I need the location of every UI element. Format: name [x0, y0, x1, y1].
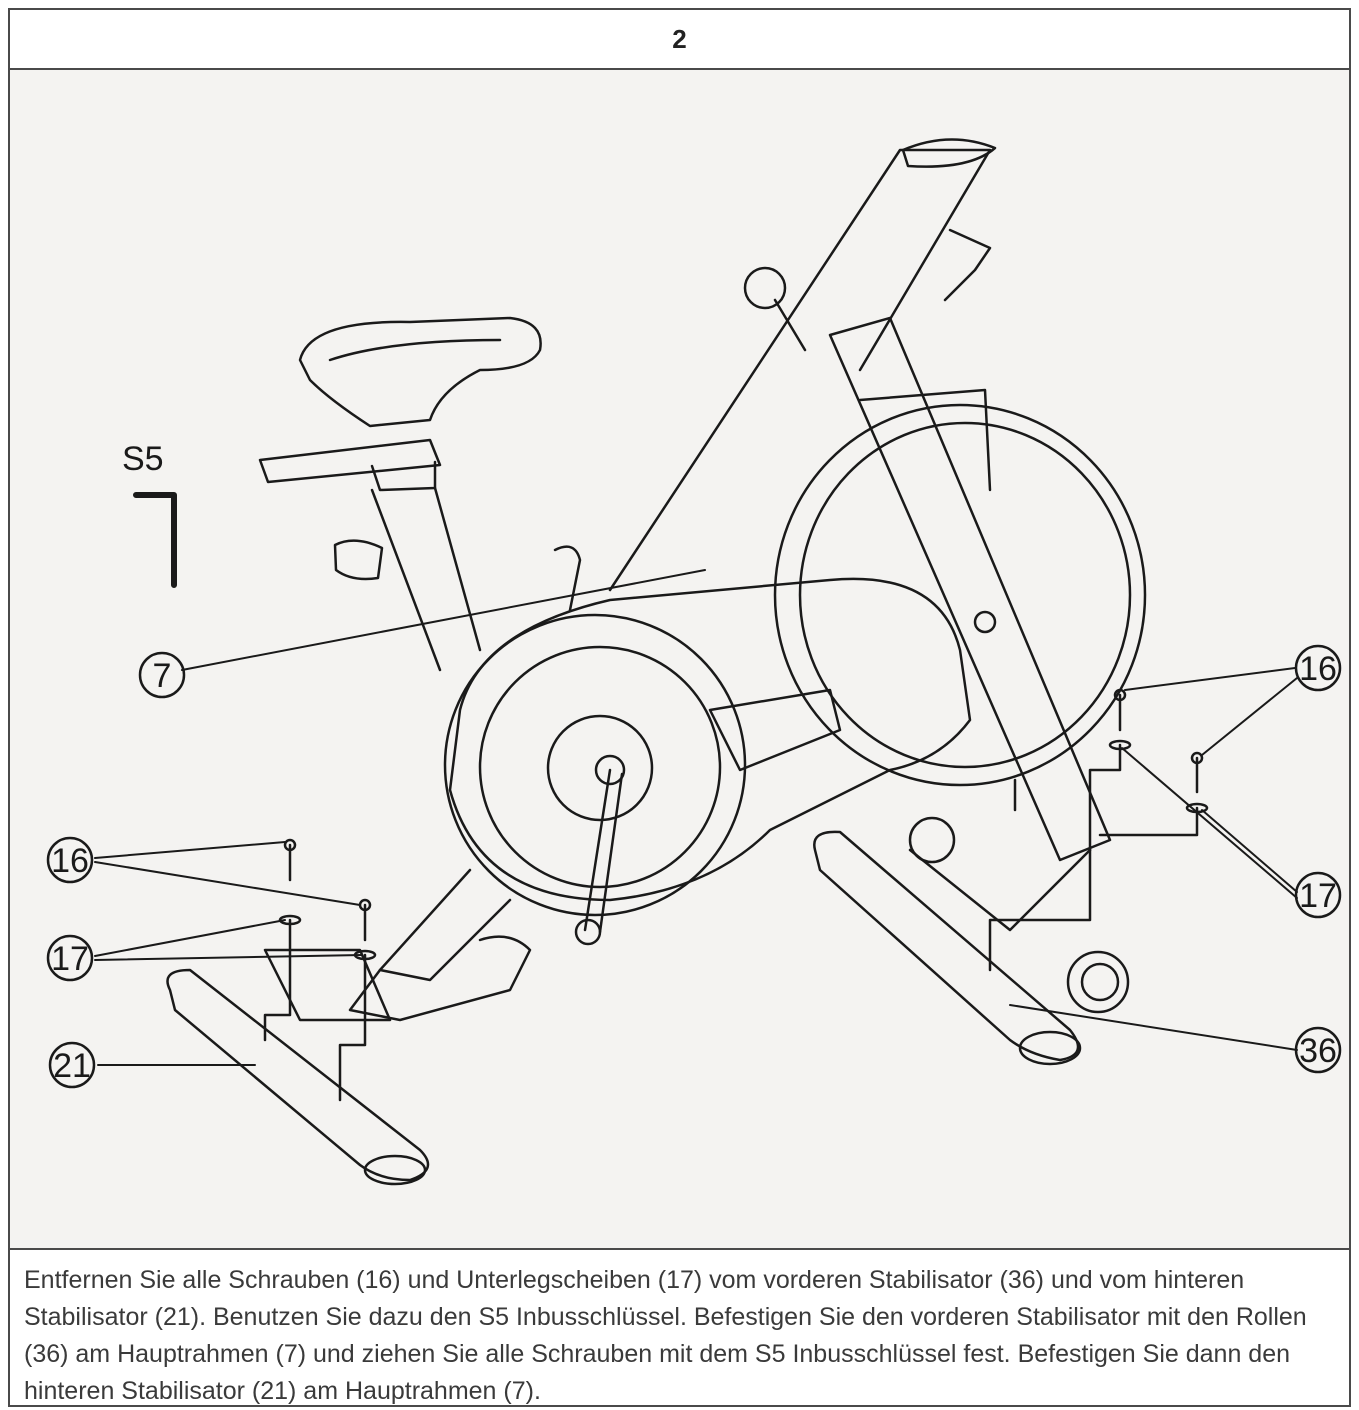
- front-stabilizer: [813, 816, 1130, 1066]
- callout-main-frame: 7: [153, 657, 172, 695]
- step-number: 2: [10, 10, 1349, 70]
- bolts-left: [263, 838, 377, 1102]
- hex-key-icon: S5: [122, 440, 177, 588]
- instruction-page: 2 S5: [8, 8, 1351, 1407]
- callout-washers-right: 17: [1299, 877, 1337, 915]
- callout-bolts-left: 16: [51, 842, 89, 880]
- lower-frame: [348, 868, 532, 1022]
- bolts-right: [988, 688, 1209, 972]
- flywheel: [773, 403, 1147, 787]
- tool-label: S5: [122, 440, 164, 478]
- saddle: [258, 316, 542, 672]
- callout-front-stabilizer: 36: [1299, 1032, 1337, 1070]
- callout-rear-stabilizer: 21: [53, 1047, 91, 1085]
- callout-washers-left: 17: [51, 940, 89, 978]
- belt-cover: [443, 545, 972, 946]
- rear-stabilizer: [166, 948, 430, 1186]
- callout-leaders: [94, 569, 1298, 1066]
- handlebar-post: [608, 138, 997, 592]
- assembly-diagram: S5: [10, 70, 1349, 1250]
- callout-bolts-right: 16: [1299, 650, 1337, 688]
- instruction-text: Entfernen Sie alle Schrauben (16) und Un…: [24, 1266, 1307, 1405]
- main-frame-tube: [828, 316, 1112, 862]
